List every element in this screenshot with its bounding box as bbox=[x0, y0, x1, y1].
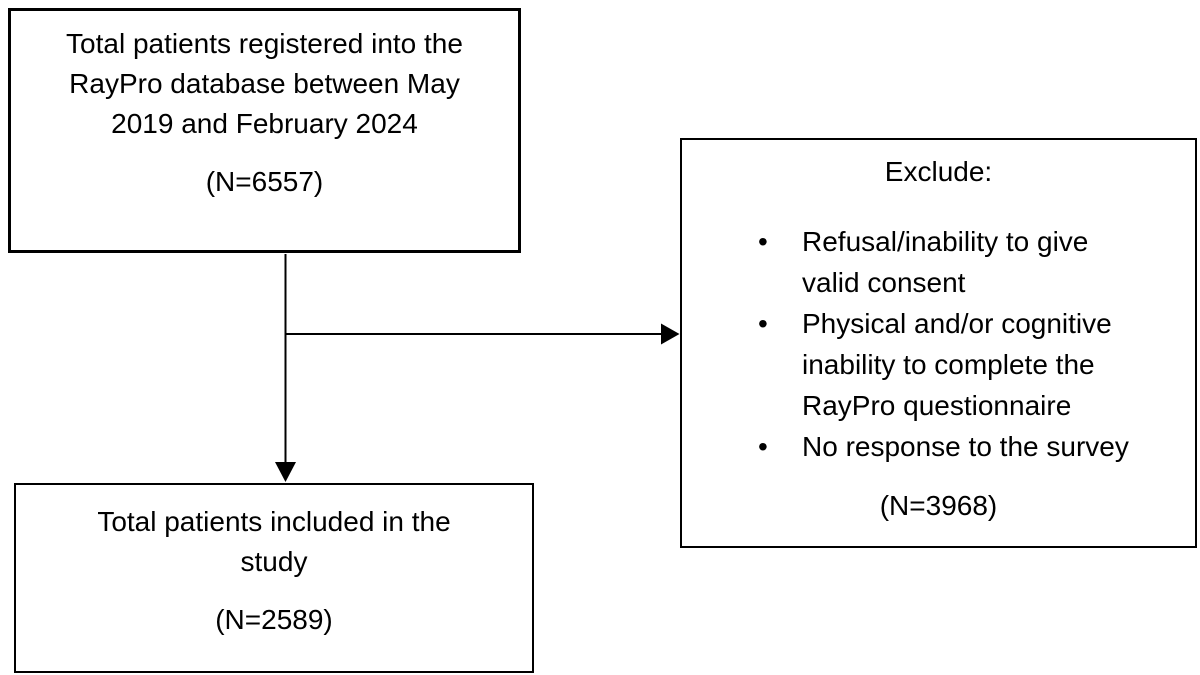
exclusion-list: Refusal/inability to give valid consent … bbox=[682, 221, 1195, 467]
registered-box-text-line-2: RayPro database between May bbox=[69, 68, 460, 99]
registered-box-text-line-3: 2019 and February 2024 bbox=[111, 108, 418, 139]
exclusion-box: Exclude: Refusal/inability to give valid… bbox=[680, 138, 1197, 548]
down-arrowhead-icon bbox=[275, 462, 296, 482]
exclusion-item-consent: Refusal/inability to give valid consent bbox=[758, 221, 1153, 303]
registered-patients-box: Total patients registered into the RayPr… bbox=[8, 8, 521, 253]
exclusion-box-title: Exclude: bbox=[884, 156, 993, 187]
included-patients-box: Total patients included in the study (N=… bbox=[14, 483, 534, 673]
included-box-text-line-2: study bbox=[240, 546, 308, 577]
registered-box-count: (N=6557) bbox=[205, 166, 324, 197]
exclusion-box-count: (N=3968) bbox=[879, 490, 998, 521]
right-arrowhead-icon bbox=[661, 323, 680, 345]
exclusion-item-inability: Physical and/or cognitive inability to c… bbox=[758, 303, 1153, 426]
included-box-text-line-1: Total patients included in the bbox=[97, 506, 451, 537]
included-box-count: (N=2589) bbox=[215, 604, 333, 635]
exclusion-item-no-response: No response to the survey bbox=[758, 426, 1153, 467]
registered-box-text-line-1: Total patients registered into the bbox=[66, 28, 463, 59]
